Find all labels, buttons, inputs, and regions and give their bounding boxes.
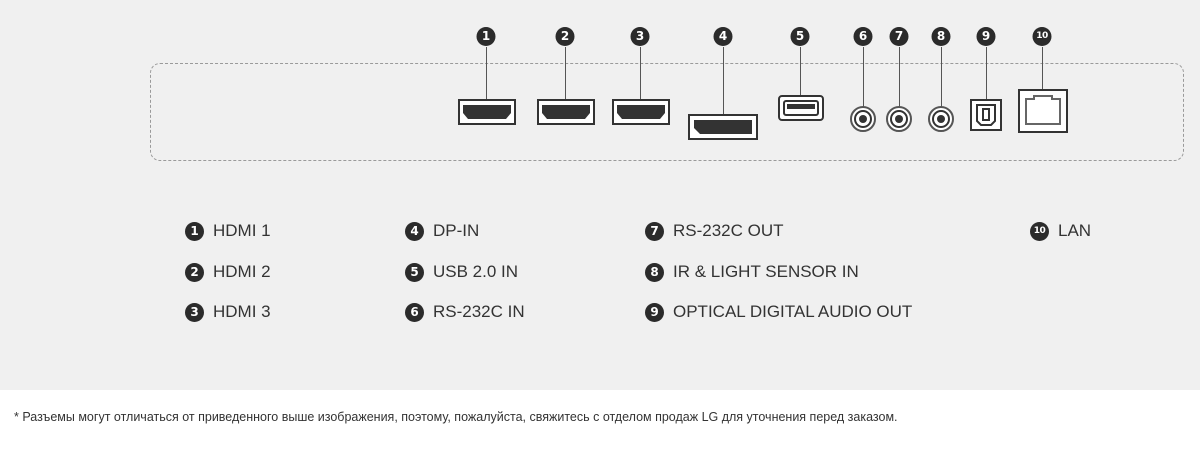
legend-number: 4	[405, 221, 424, 241]
badge-5: 5	[790, 27, 810, 46]
legend-item-hdmi-1: 1 HDMI 1	[185, 220, 271, 242]
leader-line-4	[723, 47, 724, 114]
legend-label: HDMI 3	[213, 302, 271, 321]
badge-10: 10	[1032, 27, 1052, 46]
legend-number: 6	[405, 302, 424, 322]
legend-number: 8	[645, 262, 664, 282]
legend-number: 9	[645, 302, 664, 322]
legend-label: DP-IN	[433, 221, 480, 240]
legend-label: LAN	[1058, 221, 1092, 240]
legend-number: 2	[185, 262, 204, 282]
legend-label: USB 2.0 IN	[433, 262, 519, 281]
badge-9: 9	[976, 27, 996, 46]
legend-item-rs232c-out: 7 RS-232C OUT	[645, 220, 784, 242]
legend-item-ir-sensor: 8 IR & LIGHT SENSOR IN	[645, 261, 859, 283]
leader-line-10	[1042, 47, 1043, 89]
leader-line-6	[863, 47, 864, 109]
legend-label: IR & LIGHT SENSOR IN	[673, 262, 859, 281]
disclaimer-footnote: * Разъемы могут отличаться от приведенно…	[14, 410, 898, 424]
legend-item-rs232c-in: 6 RS-232C IN	[405, 301, 525, 323]
leader-line-1	[486, 47, 487, 99]
legend-item-hdmi-2: 2 HDMI 2	[185, 261, 271, 283]
legend-label: RS-232C IN	[433, 302, 525, 321]
leader-line-2	[565, 47, 566, 99]
legend-number: 7	[645, 221, 664, 241]
legend-number: 1	[185, 221, 204, 241]
hdmi-port-icon	[458, 99, 516, 125]
legend-number: 10	[1030, 221, 1049, 241]
legend-label: RS-232C OUT	[673, 221, 784, 240]
jack-port-icon	[928, 106, 954, 132]
badge-8: 8	[931, 27, 951, 46]
hdmi-port-icon	[537, 99, 595, 125]
legend-label: OPTICAL DIGITAL AUDIO OUT	[673, 302, 913, 321]
legend-item-hdmi-3: 3 HDMI 3	[185, 301, 271, 323]
legend-item-usb: 5 USB 2.0 IN	[405, 261, 518, 283]
badge-6: 6	[853, 27, 873, 46]
leader-line-9c	[986, 61, 987, 99]
connector-panel-area: 1 2 3 4 5 6 7 8 9 10	[0, 0, 1200, 390]
jack-port-icon	[850, 106, 876, 132]
leader-line-3	[640, 47, 641, 99]
hdmi-port-icon	[612, 99, 670, 125]
lan-port-icon	[1018, 89, 1068, 133]
legend-number: 3	[185, 302, 204, 322]
displayport-icon	[688, 114, 758, 140]
badge-1: 1	[476, 27, 496, 46]
badge-4: 4	[713, 27, 733, 46]
leader-line-9a	[986, 47, 987, 61]
leader-line-5	[800, 47, 801, 95]
legend-number: 5	[405, 262, 424, 282]
usb-port-icon	[778, 95, 824, 121]
legend-item-optical: 9 OPTICAL DIGITAL AUDIO OUT	[645, 301, 912, 323]
leader-line-7	[899, 47, 900, 109]
badge-7: 7	[889, 27, 909, 46]
rear-panel-outline	[150, 63, 1184, 161]
legend-item-dp-in: 4 DP-IN	[405, 220, 479, 242]
legend-item-lan: 10 LAN	[1030, 220, 1091, 242]
leader-line-8	[941, 47, 942, 109]
legend-label: HDMI 2	[213, 262, 271, 281]
badge-2: 2	[555, 27, 575, 46]
legend-label: HDMI 1	[213, 221, 271, 240]
jack-port-icon	[886, 106, 912, 132]
badge-3: 3	[630, 27, 650, 46]
optical-port-icon	[970, 99, 1002, 131]
